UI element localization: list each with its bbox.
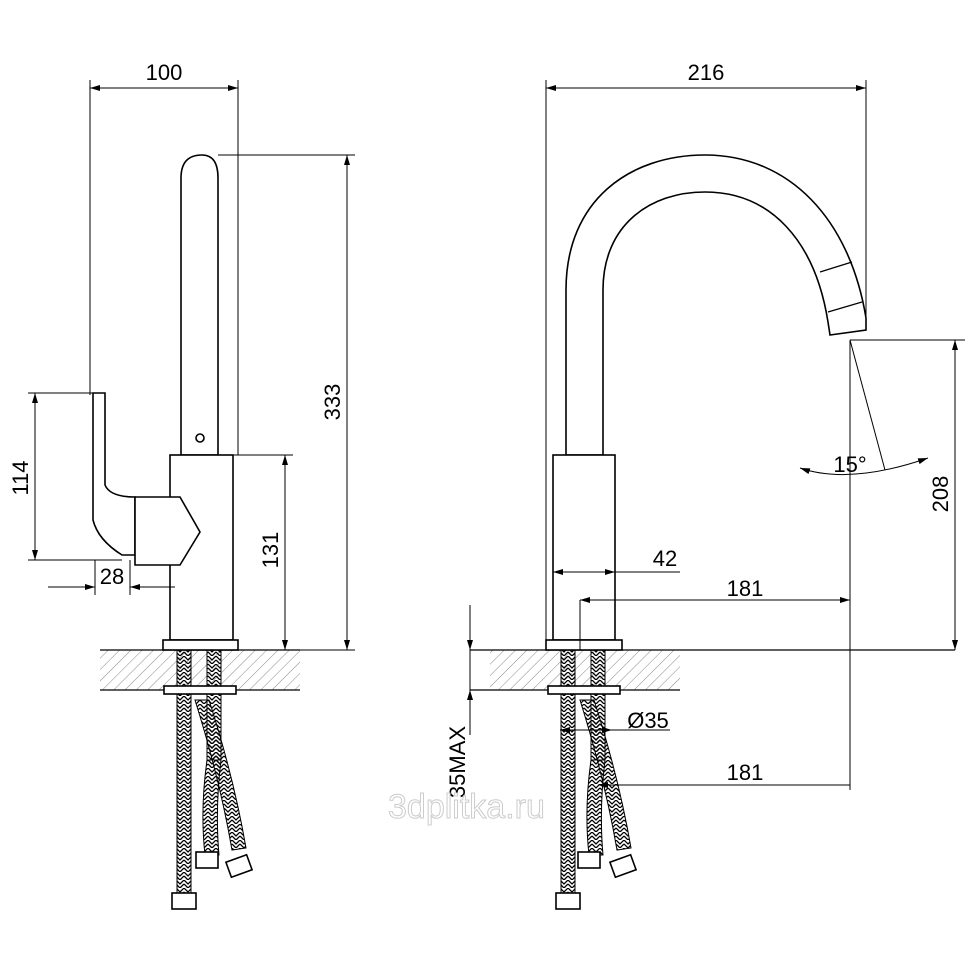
spout-side (180, 154, 219, 456)
aerator-dot (195, 433, 205, 443)
dim-side-body-height: 131 (258, 532, 283, 569)
dim-side-width: 100 (146, 60, 183, 85)
hoses-left (163, 649, 254, 910)
faucet-base-front (545, 639, 623, 651)
faucet-body-front (552, 454, 616, 641)
dim-front-angle: 15° (833, 452, 866, 477)
dim-front-width: 216 (688, 60, 725, 85)
handle-lever (92, 392, 136, 556)
dim-front-reach-upper: 181 (727, 576, 764, 601)
dim-front-hole-diameter: Ø35 (627, 708, 669, 733)
dim-side-handle-height: 114 (8, 460, 33, 495)
dim-front-spout-height: 208 (928, 476, 953, 513)
dim-front-reach-lower: 181 (727, 760, 764, 785)
front-view: 216 208 15° 42 181 Ø35 181 35MAX (445, 60, 965, 910)
handle-cone (134, 496, 201, 566)
dim-side-total-height: 333 (320, 384, 345, 421)
faucet-base-side (162, 639, 239, 651)
hoses-right (547, 649, 638, 910)
dim-front-body-width: 42 (653, 546, 677, 571)
dim-side-handle-offset: 28 (100, 564, 124, 589)
spout-front (565, 154, 867, 456)
side-view: 100 333 131 114 28 (8, 60, 355, 910)
dim-front-counter-thickness: 35MAX (445, 726, 470, 798)
watermark: 3dplitka.ru (388, 788, 545, 826)
countertop-right (490, 650, 680, 690)
countertop-left (100, 650, 300, 690)
